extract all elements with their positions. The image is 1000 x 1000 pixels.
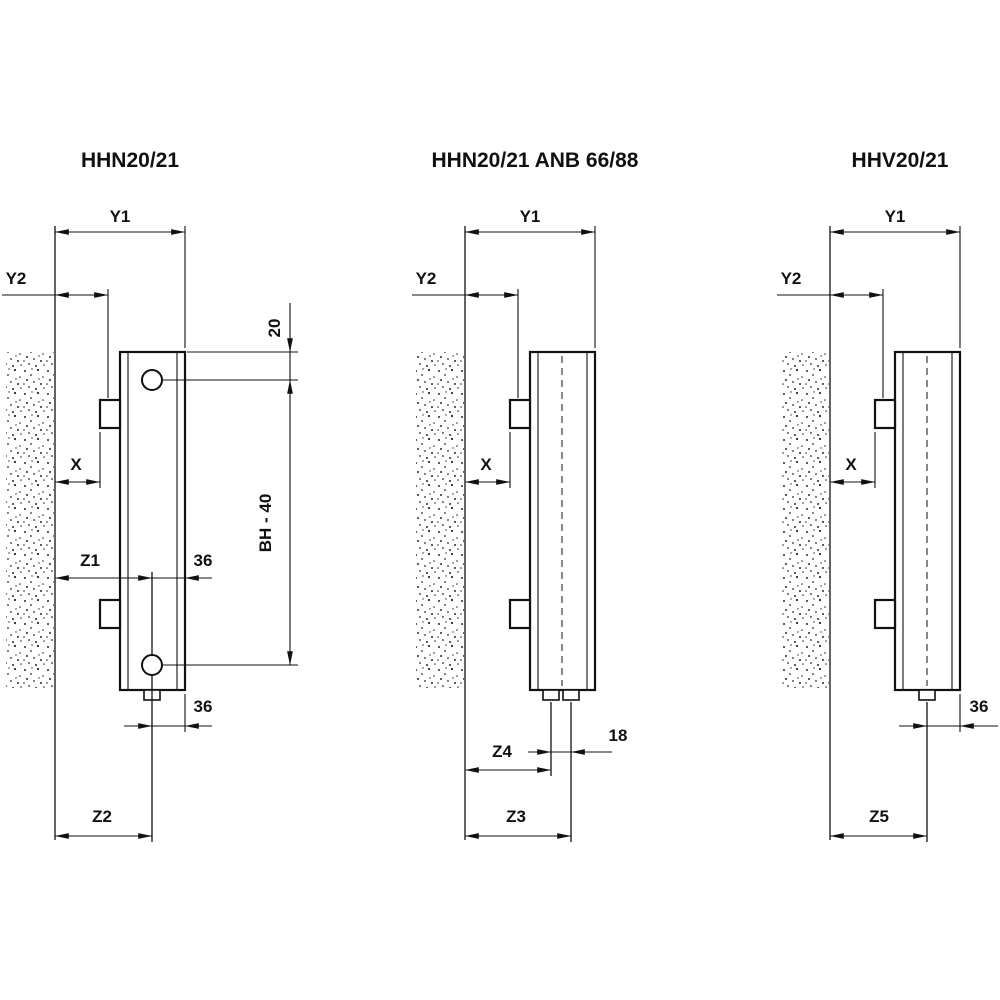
- dim-label-z2: Z2: [92, 807, 112, 826]
- dim-label-y2: Y2: [781, 269, 802, 288]
- dim-label-z4: Z4: [492, 742, 512, 761]
- dim-label-top-offset: 20: [265, 319, 284, 338]
- radiator-outline: [528, 350, 597, 692]
- drain-plug-circle: [141, 654, 163, 676]
- dimension-y2: [2, 289, 109, 398]
- dim-label-z1: Z1: [80, 551, 100, 570]
- wall-section: [416, 352, 464, 688]
- dim-label-mid-36: 36: [194, 551, 213, 570]
- dim-label-y2: Y2: [6, 269, 27, 288]
- dimension-x: [54, 432, 101, 488]
- panel-title: HHN20/21 ANB 66/88: [432, 149, 639, 172]
- dim-label-y1: Y1: [885, 207, 906, 226]
- dim-label-bottom-36: 36: [194, 697, 213, 716]
- wall-bracket-top: [98, 398, 122, 430]
- dimension-y2: [412, 289, 519, 398]
- connection-stub-right: [562, 689, 580, 701]
- dim-label-z5: Z5: [869, 807, 889, 826]
- panel-hhn20-21: HHN20/21 Y1 Y2: [2, 149, 298, 842]
- dimension-y1: [464, 226, 596, 348]
- dimension-y2: [777, 289, 884, 398]
- dim-label-block-height: BH - 40: [256, 494, 275, 553]
- dimension-x: [829, 432, 876, 488]
- panel-hhn20-21-anb-66-88: HHN20/21 ANB 66/88 Y1 Y2: [412, 149, 639, 842]
- dimension-y1: [54, 226, 186, 348]
- connection-stub-left: [542, 689, 560, 701]
- dimension-block-height: [163, 379, 298, 666]
- bottom-connection-stub: [918, 689, 936, 701]
- panel-hhv20-21: HHV20/21 Y1 Y2 X: [777, 149, 998, 842]
- wall-bracket-bottom: [98, 598, 122, 630]
- panel-title: HHV20/21: [852, 149, 949, 172]
- dim-label-z3: Z3: [506, 807, 526, 826]
- vent-plug-circle: [141, 369, 163, 391]
- dim-label-y2: Y2: [416, 269, 437, 288]
- wall-section: [6, 352, 54, 688]
- dim-label-bottom-36: 36: [970, 697, 989, 716]
- wall-bracket-top: [508, 398, 532, 430]
- dim-label-y1: Y1: [520, 207, 541, 226]
- radiator-body: [893, 350, 962, 701]
- wall-bracket-top: [873, 398, 897, 430]
- dimension-bottom-36: [124, 694, 212, 732]
- dim-label-x: X: [70, 455, 82, 474]
- wall-bracket-bottom: [873, 598, 897, 630]
- dim-label-18: 18: [609, 726, 628, 745]
- dim-label-x: X: [480, 455, 492, 474]
- panel-title: HHN20/21: [81, 149, 179, 172]
- wall-section: [781, 352, 829, 688]
- dimension-top-offset: [163, 303, 298, 381]
- radiator-body: [528, 350, 597, 701]
- dim-label-y1: Y1: [110, 207, 131, 226]
- radiator-outline: [893, 350, 962, 692]
- dimension-x: [464, 432, 511, 488]
- dim-label-x: X: [845, 455, 857, 474]
- dimension-y1: [829, 226, 961, 348]
- dimension-bottom-36: [899, 694, 998, 732]
- wall-bracket-bottom: [508, 598, 532, 630]
